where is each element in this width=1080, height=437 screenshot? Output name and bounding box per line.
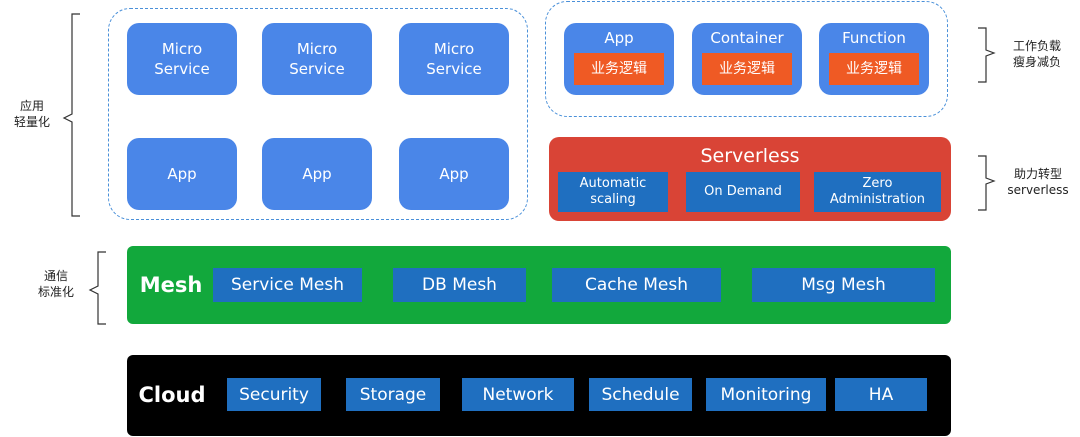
cloud-item: Schedule xyxy=(589,378,692,411)
left-bracket-comm xyxy=(88,251,106,325)
micro-service-card: Micro Service xyxy=(262,23,372,95)
serverless-item: On Demand xyxy=(686,172,800,212)
mesh-item: Cache Mesh xyxy=(552,268,721,302)
business-logic-box: 业务逻辑 xyxy=(829,53,919,85)
micro-service-card: Micro Service xyxy=(399,23,509,95)
app-card: App xyxy=(399,138,509,210)
app-group-border xyxy=(108,8,528,220)
cloud-item: Storage xyxy=(346,378,440,411)
runtime-card-title: Function xyxy=(842,29,906,47)
right-bracket-serverless xyxy=(978,155,996,211)
app-card: App xyxy=(262,138,372,210)
label-app-lightweight: 应用 轻量化 xyxy=(13,99,50,129)
runtime-card-app: App 业务逻辑 xyxy=(564,23,674,95)
serverless-item: Automatic scaling xyxy=(558,172,668,212)
workload-group-border xyxy=(545,1,948,117)
label-workload-slim: 工作负载 瘦身减负 xyxy=(1012,39,1061,69)
mesh-item: Msg Mesh xyxy=(752,268,935,302)
business-logic-box: 业务逻辑 xyxy=(574,53,664,85)
cloud-item: Monitoring xyxy=(706,378,826,411)
cloud-title: Cloud xyxy=(138,383,206,407)
runtime-card-function: Function 业务逻辑 xyxy=(819,23,929,95)
label-serverless-transition: 助力转型 serverless xyxy=(1007,167,1069,197)
runtime-card-title: App xyxy=(604,29,634,47)
runtime-card-title: Container xyxy=(710,29,784,47)
right-bracket-workload xyxy=(978,27,996,83)
label-comm-standard: 通信 标准化 xyxy=(37,269,74,299)
mesh-item: Service Mesh xyxy=(213,268,362,302)
mesh-title: Mesh xyxy=(139,273,203,297)
app-card: App xyxy=(127,138,237,210)
cloud-item: HA xyxy=(835,378,927,411)
cloud-item: Network xyxy=(462,378,574,411)
runtime-card-container: Container 业务逻辑 xyxy=(692,23,802,95)
mesh-item: DB Mesh xyxy=(393,268,526,302)
serverless-item: Zero Administration xyxy=(814,172,941,212)
micro-service-card: Micro Service xyxy=(127,23,237,95)
serverless-title: Serverless xyxy=(700,145,800,167)
left-bracket-app xyxy=(62,13,80,217)
business-logic-box: 业务逻辑 xyxy=(702,53,792,85)
cloud-item: Security xyxy=(227,378,321,411)
